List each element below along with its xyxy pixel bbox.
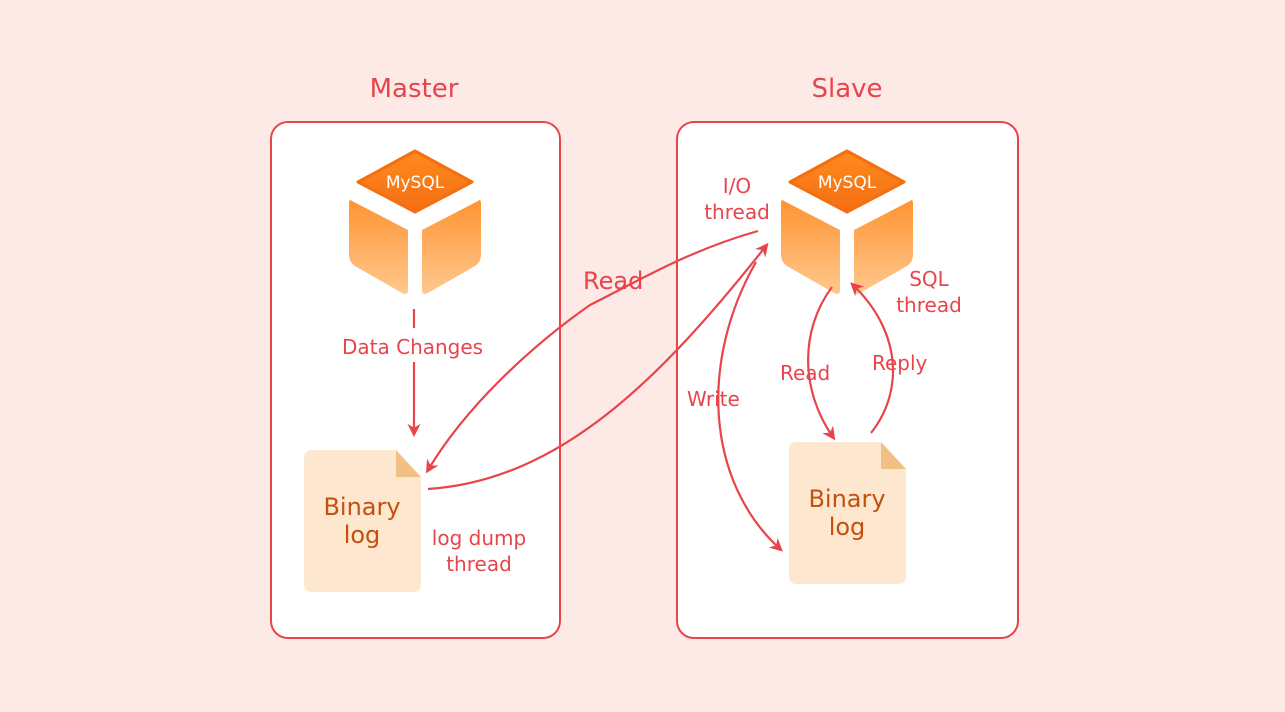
write-label: Write [687,387,740,411]
reply-label: Reply [872,351,928,375]
master-binary-log-file-icon [304,450,421,592]
sql-thread-label: SQL thread [896,267,962,317]
slave-title: Slave [811,74,883,104]
data-changes-label: Data Changes [342,335,484,359]
dump-arrow [427,242,769,491]
master-mysql-cube-icon [349,149,481,294]
io-thread-label: I/O thread [704,174,770,224]
master-binary-log-label: Binary log [323,493,401,549]
sql-read-label: Read [780,361,831,385]
read-arrow [425,229,759,474]
slave-binary-log-file-icon [789,442,906,584]
slave-mysql-cube-icon [781,149,913,294]
master-mysql-label: MySQL [385,173,445,193]
sql-read-arrow [807,286,836,441]
write-arrow [717,261,783,552]
master-title: Master [369,74,459,104]
slave-binary-log-label: Binary log [808,485,886,541]
slave-mysql-label: MySQL [817,173,877,193]
reply-arrow [850,282,895,434]
read-label: Read [583,267,644,295]
log-dump-thread-label: log dump thread [431,526,527,576]
